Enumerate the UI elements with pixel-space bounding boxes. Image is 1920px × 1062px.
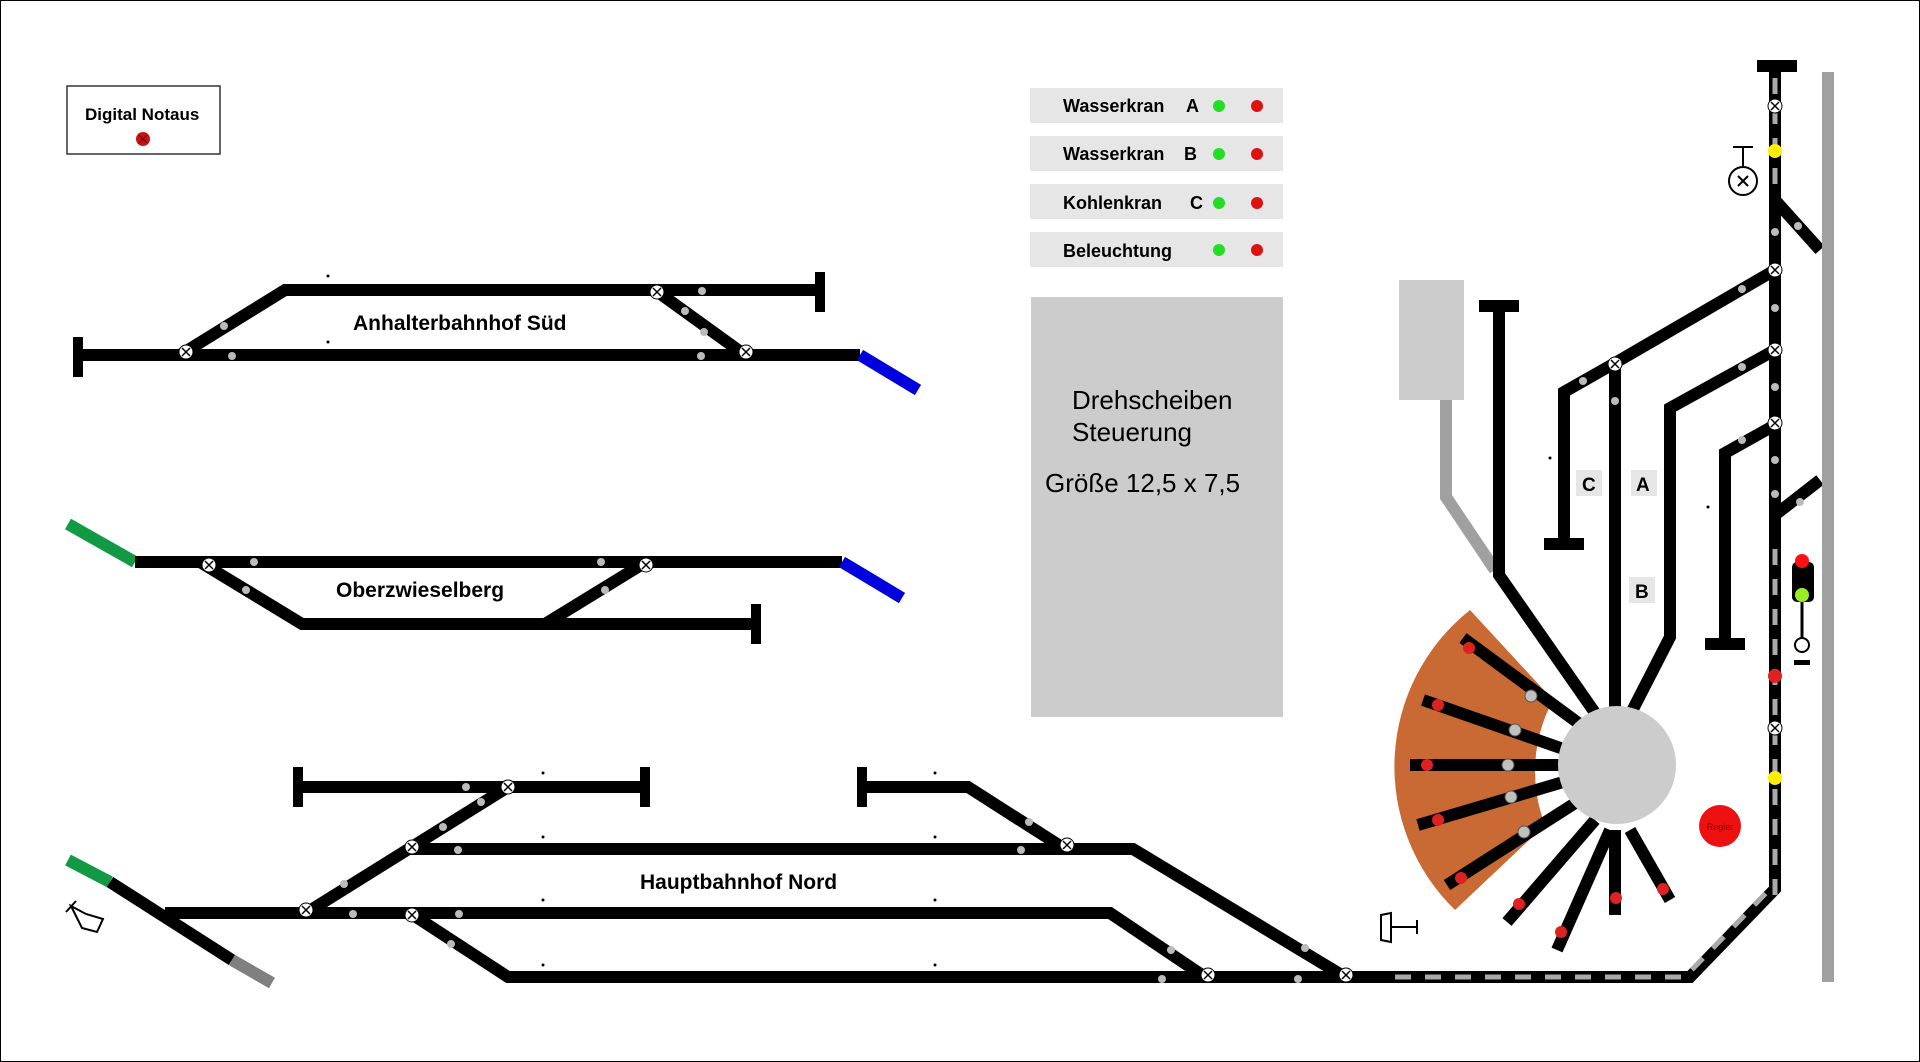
switch-icon [1767,720,1783,736]
switch-icon [404,839,420,855]
switch-icon [649,284,665,300]
control-row-kohlenkran-c: Kohlenkran C [1030,184,1283,219]
svg-text:C: C [1582,475,1596,496]
control-row-beleuchtung: Beleuchtung [1030,232,1283,267]
turnout-switches[interactable] [178,284,1354,983]
occupancy-indicator [1768,144,1782,158]
svg-text:Wasserkran: Wasserkran [1063,144,1164,164]
switch-icon [1607,356,1623,372]
station-anhalterbahnhof-sued: Anhalterbahnhof Süd [73,272,922,396]
regler-button[interactable]: Regler [1699,805,1741,847]
accessory-controls: Wasserkran A Wasserkran B Kohlenkran C B… [1030,88,1283,267]
svg-text:Drehscheiben: Drehscheiben [1072,385,1232,415]
signal-red-light [1795,554,1809,568]
buffer-stop [751,604,761,644]
switch-icon [404,907,420,923]
switch-icon [638,557,654,573]
on-button[interactable] [1213,244,1225,256]
uncoupler-icon [65,900,105,934]
switch-icon [178,344,194,360]
turntable-control-panel[interactable]: Drehscheiben Steuerung Größe 12,5 x 7,5 [1031,297,1283,717]
turnout-switches[interactable] [1607,98,1783,736]
switch-icon [298,902,314,918]
turntable[interactable] [1558,706,1676,824]
exit-blue [856,349,922,396]
svg-text:B: B [1184,144,1197,164]
signal-green-light [1795,588,1809,602]
switch-icon [1767,415,1783,431]
svg-text:C: C [1190,193,1203,213]
svg-text:B: B [1635,582,1649,603]
sensor-dots [340,783,1309,983]
station-oberzwieselberg: Oberzwieselberg [65,518,906,644]
svg-text:Größe 12,5 x 7,5: Größe 12,5 x 7,5 [1045,468,1240,498]
emergency-stop-icon[interactable] [136,132,150,146]
lamp-icon[interactable] [1728,146,1758,196]
switch-icon [1767,262,1783,278]
switch-icon [201,557,217,573]
on-button[interactable] [1213,100,1225,112]
switch-icon [738,344,754,360]
coal-bunker [1399,280,1464,400]
off-button[interactable] [1251,244,1263,256]
notaus-box: Digital Notaus [66,85,221,155]
switch-icon [500,779,516,795]
on-button[interactable] [1213,148,1225,160]
svg-text:Kohlenkran: Kohlenkran [1063,193,1162,213]
station-label-nord: Hauptbahnhof Nord [640,871,837,894]
track-label-a: A [1631,470,1657,496]
switch-icon [1767,342,1783,358]
control-row-wasserkran-a: Wasserkran A [1030,88,1283,123]
svg-text:A: A [1186,96,1199,116]
off-button[interactable] [1251,197,1263,209]
switch-icon [1338,967,1354,983]
platform-edge [1822,72,1834,982]
station-label-sued: Anhalterbahnhof Süd [353,312,567,335]
sensor-dots [242,558,609,594]
svg-text:A: A [1636,475,1650,496]
off-button[interactable] [1251,100,1263,112]
uncoupler-icon[interactable] [1380,911,1418,944]
exit-green [65,854,113,888]
svg-text:Steuerung: Steuerung [1072,417,1192,447]
buffer-stop [73,337,83,377]
svg-text:Wasserkran: Wasserkran [1063,96,1164,116]
occupancy-indicator [1768,771,1782,785]
track-label-b: B [1629,577,1655,603]
station-label-ober: Oberzwieselberg [336,579,504,602]
exit-gray [229,954,275,989]
svg-text:Beleuchtung: Beleuchtung [1063,241,1172,261]
signal-icon[interactable] [1792,554,1814,665]
occupied-switch-icon[interactable] [1768,669,1782,683]
switch-icon [1200,967,1216,983]
track-label-c: C [1576,470,1602,496]
svg-text:Regler: Regler [1707,822,1734,832]
on-button[interactable] [1213,197,1225,209]
switch-icon [1059,837,1075,853]
off-button[interactable] [1251,148,1263,160]
control-row-wasserkran-b: Wasserkran B [1030,136,1283,171]
notaus-label: Digital Notaus [85,105,199,124]
exit-blue [838,556,906,604]
switch-icon [1767,98,1783,114]
shed-gate-indicators[interactable] [1421,642,1669,938]
sensor-dots [220,287,708,360]
buffer-stop [815,272,825,312]
exit-green [65,518,138,568]
